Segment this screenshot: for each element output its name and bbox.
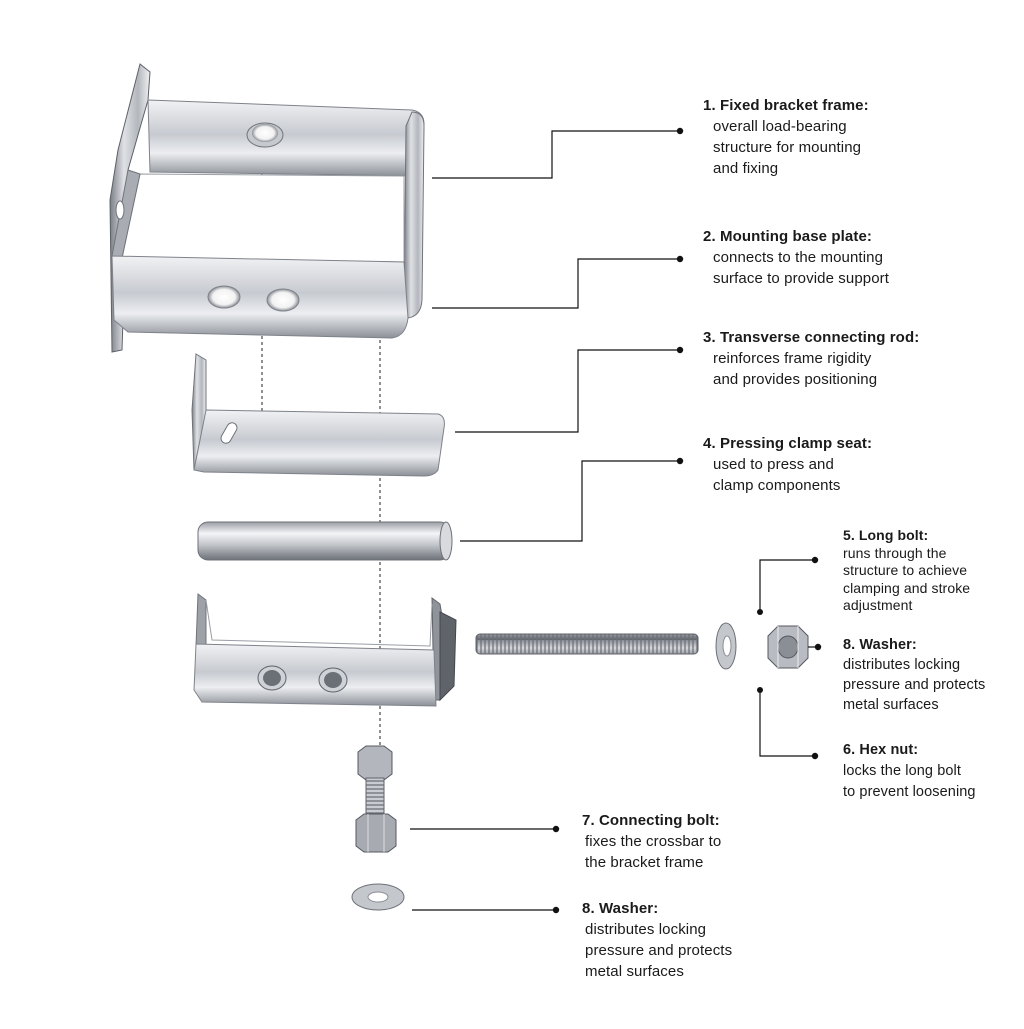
label-title: 4. Pressing clamp seat: — [703, 435, 873, 452]
label-desc: connects to the mounting surface to prov… — [713, 249, 890, 287]
label-washer-connecting-bolt: 8. Washer: distributes locking pressure … — [582, 898, 732, 982]
leader-dots — [552, 127, 822, 914]
label-fixed-bracket-frame: 1. Fixed bracket frame: overall load-bea… — [703, 95, 869, 179]
leader-4 — [460, 460, 680, 542]
label-mounting-base-plate: 2. Mounting base plate: connects to the … — [703, 226, 889, 289]
washer-small-icon — [351, 883, 405, 911]
label-desc: locks the long bolt to prevent loosening — [843, 763, 976, 800]
label-transverse-connecting-rod: 3. Transverse connecting rod: reinforces… — [703, 327, 919, 390]
leader-3 — [455, 349, 680, 433]
clamp-seat-icon — [193, 593, 457, 707]
label-title: 2. Mounting base plate: — [703, 228, 872, 245]
connecting-bolt-icon — [355, 745, 397, 853]
label-title: 6. Hex nut: — [843, 742, 919, 758]
label-desc: reinforces frame rigidity and provides p… — [713, 350, 878, 388]
label-title: 7. Connecting bolt: — [582, 812, 720, 829]
label-washer-long-bolt: 8. Washer: distributes locking pressure … — [843, 635, 985, 715]
label-long-bolt: 5. Long bolt: runs through the structure… — [843, 527, 970, 615]
hex-nut-icon — [767, 625, 809, 669]
label-desc: runs through the structure to achieve cl… — [843, 544, 971, 614]
leader-6 — [759, 690, 815, 757]
label-pressing-clamp-seat: 4. Pressing clamp seat: used to press an… — [703, 433, 872, 496]
leader-1 — [432, 130, 680, 179]
label-title: 5. Long bolt: — [843, 527, 929, 543]
label-title: 8. Washer: — [843, 637, 917, 653]
washer-icon — [715, 622, 737, 670]
leader-5 — [759, 559, 815, 612]
label-title: 1. Fixed bracket frame: — [703, 97, 869, 114]
label-connecting-bolt: 7. Connecting bolt: fixes the crossbar t… — [582, 810, 721, 873]
base-plate-icon — [191, 353, 445, 477]
rod-icon — [197, 521, 453, 561]
label-title: 8. Washer: — [582, 900, 659, 917]
label-desc: used to press and clamp components — [713, 456, 841, 494]
label-title: 3. Transverse connecting rod: — [703, 329, 920, 346]
label-desc: fixes the crossbar to the bracket frame — [585, 833, 722, 871]
leader-lines — [410, 130, 818, 911]
leader-2 — [432, 258, 680, 309]
label-desc: distributes locking pressure and protect… — [843, 657, 986, 713]
bracket-frame-icon — [109, 63, 425, 353]
label-desc: distributes locking pressure and protect… — [585, 921, 733, 980]
long-bolt-icon — [475, 633, 699, 655]
label-desc: overall load-bearing structure for mount… — [713, 118, 862, 177]
label-hex-nut: 6. Hex nut: locks the long bolt to preve… — [843, 740, 976, 803]
